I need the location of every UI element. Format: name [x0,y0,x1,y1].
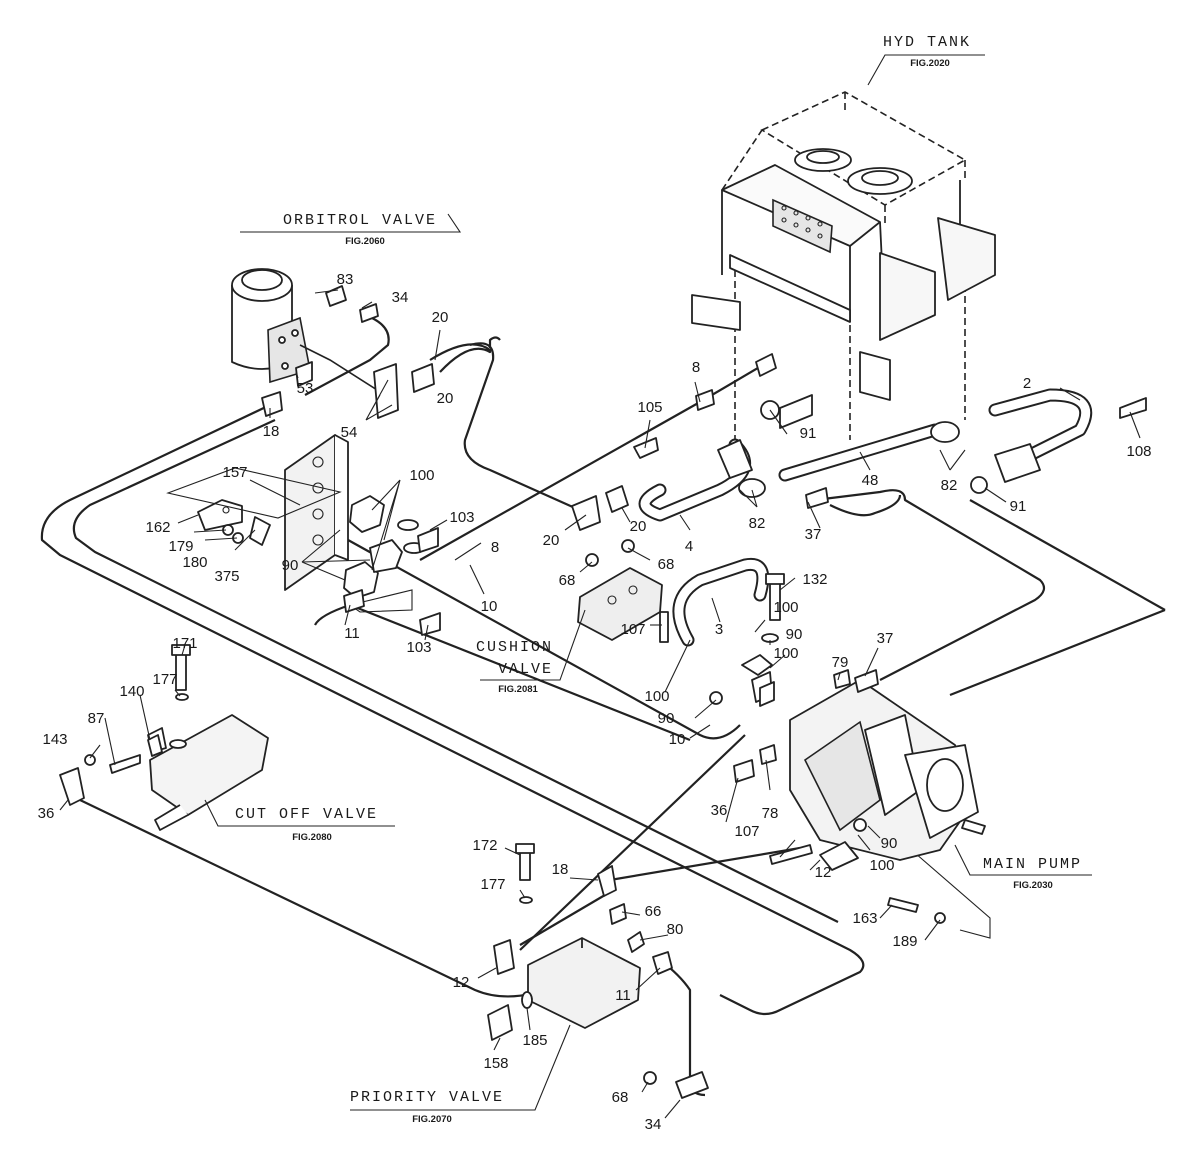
hydraulic-tank [691,54,996,440]
callout-157: 157 [222,464,247,481]
callout-10: 10 [481,598,498,615]
callout-20: 20 [543,532,560,549]
cut-off-valve-fig-ref: FIG.2080 [292,832,332,843]
fittings [59,285,1147,1099]
callout-189: 189 [892,933,917,950]
callout-79: 79 [832,654,849,671]
callout-20: 20 [432,309,449,326]
callout-4: 4 [685,538,693,555]
callout-37: 37 [877,630,894,647]
callout-66: 66 [645,903,662,920]
flange-group-100 [343,495,425,599]
valve-bank [166,434,425,613]
callout-100: 100 [869,857,894,874]
callout-162: 162 [145,519,170,536]
cushion-valve-fig-ref: FIG.2081 [498,684,538,695]
callout-20: 20 [630,518,647,535]
callout-82: 82 [941,477,958,494]
callout-11: 11 [344,625,360,642]
callout-18: 18 [552,861,569,878]
callout-37: 37 [805,526,822,543]
priority-valve [350,937,641,1111]
callout-11: 11 [615,987,631,1004]
callout-163: 163 [852,910,877,927]
cut-off-valve [109,714,395,831]
callout-54: 54 [341,424,358,441]
callout-90: 90 [786,626,803,643]
callout-158: 158 [483,1055,508,1072]
callout-103: 103 [449,509,474,526]
callout-8: 8 [491,539,499,556]
callouts: 83 34 20 20 53 18 54 8 105 91 2 108 82 8… [38,271,1152,1133]
callout-36: 36 [711,802,728,819]
callout-90: 90 [658,710,675,727]
callout-68: 68 [612,1089,629,1106]
callout-90: 90 [282,557,299,574]
callout-90: 90 [881,835,898,852]
main-pump [789,679,1092,876]
callout-87: 87 [88,710,105,727]
hyd-tank-title: HYD TANK [883,34,971,51]
callout-375: 375 [214,568,239,585]
callout-100: 100 [773,599,798,616]
main-pump-title: MAIN PUMP [983,856,1082,873]
hyd-tank-fig-ref: FIG.2020 [910,58,950,69]
callout-108: 108 [1126,443,1151,460]
cushion-valve-title-line2: VALVE [498,661,553,678]
callout-105: 105 [637,399,662,416]
callout-10: 10 [669,731,686,748]
priority-valve-title: PRIORITY VALVE [350,1089,504,1106]
callout-100: 100 [644,688,669,705]
callout-172: 172 [472,837,497,854]
priority-valve-fig-ref: FIG.2070 [412,1114,452,1125]
callout-18: 18 [263,423,280,440]
callout-107: 107 [734,823,759,840]
callout-48: 48 [862,472,879,489]
callout-143: 143 [42,731,67,748]
callout-80: 80 [667,921,684,938]
callout-36: 36 [38,805,55,822]
callout-91: 91 [1010,498,1027,515]
callout-3: 3 [715,621,723,638]
cushion-valve [480,567,663,681]
callout-103: 103 [406,639,431,656]
callout-180: 180 [182,554,207,571]
callout-83: 83 [337,271,354,288]
callout-107: 107 [620,621,645,638]
callout-2: 2 [1023,375,1031,392]
callout-91: 91 [800,425,817,442]
callout-34: 34 [392,289,409,306]
callout-177: 177 [152,671,177,688]
callout-100: 100 [773,645,798,662]
callout-82: 82 [749,515,766,532]
callout-34: 34 [645,1116,662,1133]
callout-171: 171 [172,635,197,652]
callout-20: 20 [437,390,454,407]
callout-68: 68 [559,572,576,589]
callout-53: 53 [297,380,314,397]
callout-185: 185 [522,1032,547,1049]
callout-8: 8 [692,359,700,376]
callout-12: 12 [815,864,832,881]
callout-132: 132 [802,571,827,588]
main-pump-fig-ref: FIG.2030 [1013,880,1053,891]
orbitrol-valve-title: ORBITROL VALVE [283,212,437,229]
cut-off-valve-title: CUT OFF VALVE [235,806,378,823]
callout-78: 78 [762,805,779,822]
callout-68: 68 [658,556,675,573]
callout-179: 179 [168,538,193,555]
orbitrol-valve-fig-ref: FIG.2060 [345,236,385,247]
cushion-valve-title-line1: CUSHION [476,639,553,656]
callout-leaders [59,289,1141,1119]
callout-140: 140 [119,683,144,700]
callout-100: 100 [409,467,434,484]
callout-12: 12 [453,974,470,991]
callout-177: 177 [480,876,505,893]
